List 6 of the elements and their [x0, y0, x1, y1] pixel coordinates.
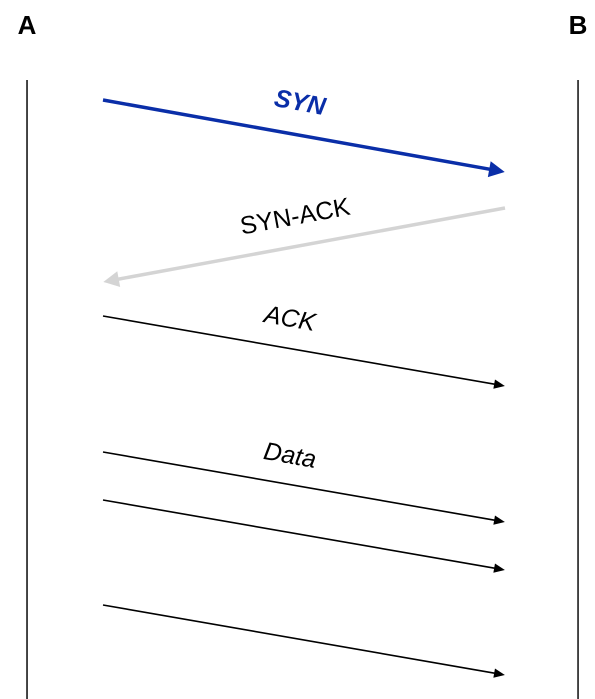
message-label: SYN — [274, 90, 328, 115]
participant-label: B — [570, 16, 586, 34]
message-label: ACK — [262, 306, 318, 331]
message-label: SYN-ACK — [241, 198, 351, 234]
participant-label: A — [18, 16, 36, 34]
message-label: Data — [263, 442, 315, 468]
